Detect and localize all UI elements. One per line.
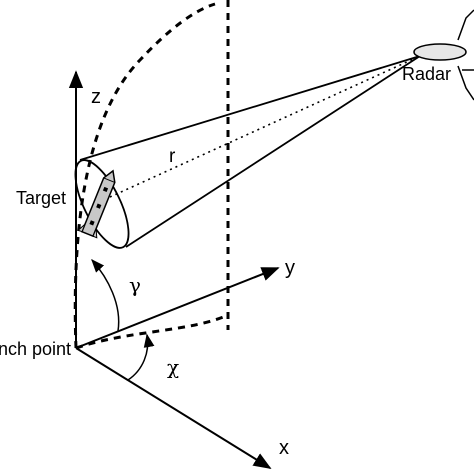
radar-beam-cone: [74, 55, 421, 249]
dashed-ground-projection: [75, 313, 229, 350]
beam-cross-section-ellipse: [74, 159, 130, 249]
range-line-r: [98, 55, 421, 203]
gamma-angle-label: γ: [129, 273, 141, 297]
beam-upper-edge: [79, 55, 421, 161]
chi-angle-arc: [127, 333, 155, 381]
target-label: Target: [16, 188, 66, 208]
y-axis: [75, 267, 280, 349]
radar-label: Radar: [402, 64, 451, 84]
x-axis: [75, 347, 272, 469]
x-axis-label: x: [279, 437, 289, 459]
chi-angle-label: χ: [167, 355, 179, 379]
radar-antenna-icon: [413, 9, 474, 101]
coordinate-axes: [68, 70, 280, 469]
beam-lower-edge: [125, 55, 421, 248]
y-axis-label: y: [285, 257, 295, 279]
angle-arcs: [91, 258, 155, 381]
dashed-construction-lines: [73, 0, 230, 350]
missile-target-icon: [77, 169, 116, 239]
range-label: r: [169, 146, 176, 167]
gamma-angle-arc: [91, 258, 120, 332]
launch-point-label: nch point: [0, 339, 71, 359]
dashed-trajectory-arc: [73, 2, 216, 349]
z-axis-label: z: [91, 86, 101, 108]
